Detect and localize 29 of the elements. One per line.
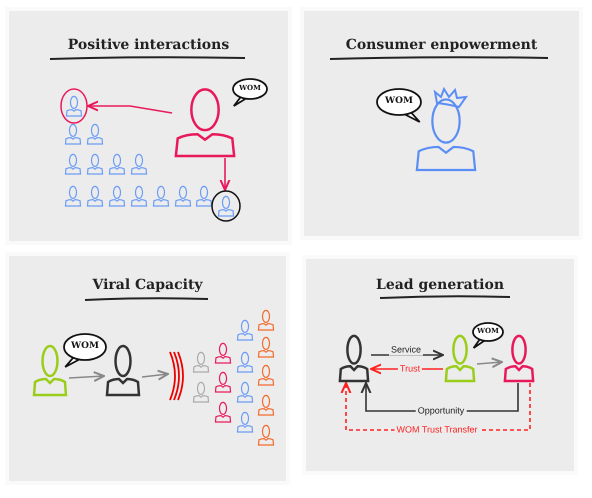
person-icon — [337, 333, 371, 383]
person-icon — [502, 333, 536, 383]
arrow — [371, 350, 444, 360]
bubble-text: WOM — [71, 341, 99, 351]
person-icon — [172, 86, 238, 158]
arrow — [220, 158, 230, 191]
arrow — [68, 371, 105, 382]
person-icon — [104, 343, 142, 397]
panel-card — [302, 255, 578, 475]
panel-title: Positive interactions — [66, 37, 230, 53]
person-icon — [443, 333, 477, 383]
panel-title: Consumer enpowerment — [344, 37, 538, 53]
circled-person-icon — [211, 190, 241, 222]
panel-card — [5, 7, 292, 245]
arrow — [87, 100, 172, 114]
edge-label: WOM Trust Transfer — [394, 424, 480, 436]
arrow — [476, 357, 503, 368]
bubble-text: WOM — [385, 96, 413, 106]
circled-person-icon — [60, 88, 88, 124]
arrow — [142, 370, 169, 381]
edge-label: Opportunity — [416, 406, 466, 416]
panel-card — [5, 252, 290, 485]
edge-label: Service — [389, 344, 423, 356]
person-icon — [31, 343, 69, 397]
panel-card — [300, 7, 583, 240]
sound-wave-icon — [168, 350, 186, 402]
edge-label: Trust — [398, 364, 422, 374]
panel-title: Lead generation — [374, 277, 506, 293]
panel-title: Viral Capacity — [91, 277, 204, 293]
